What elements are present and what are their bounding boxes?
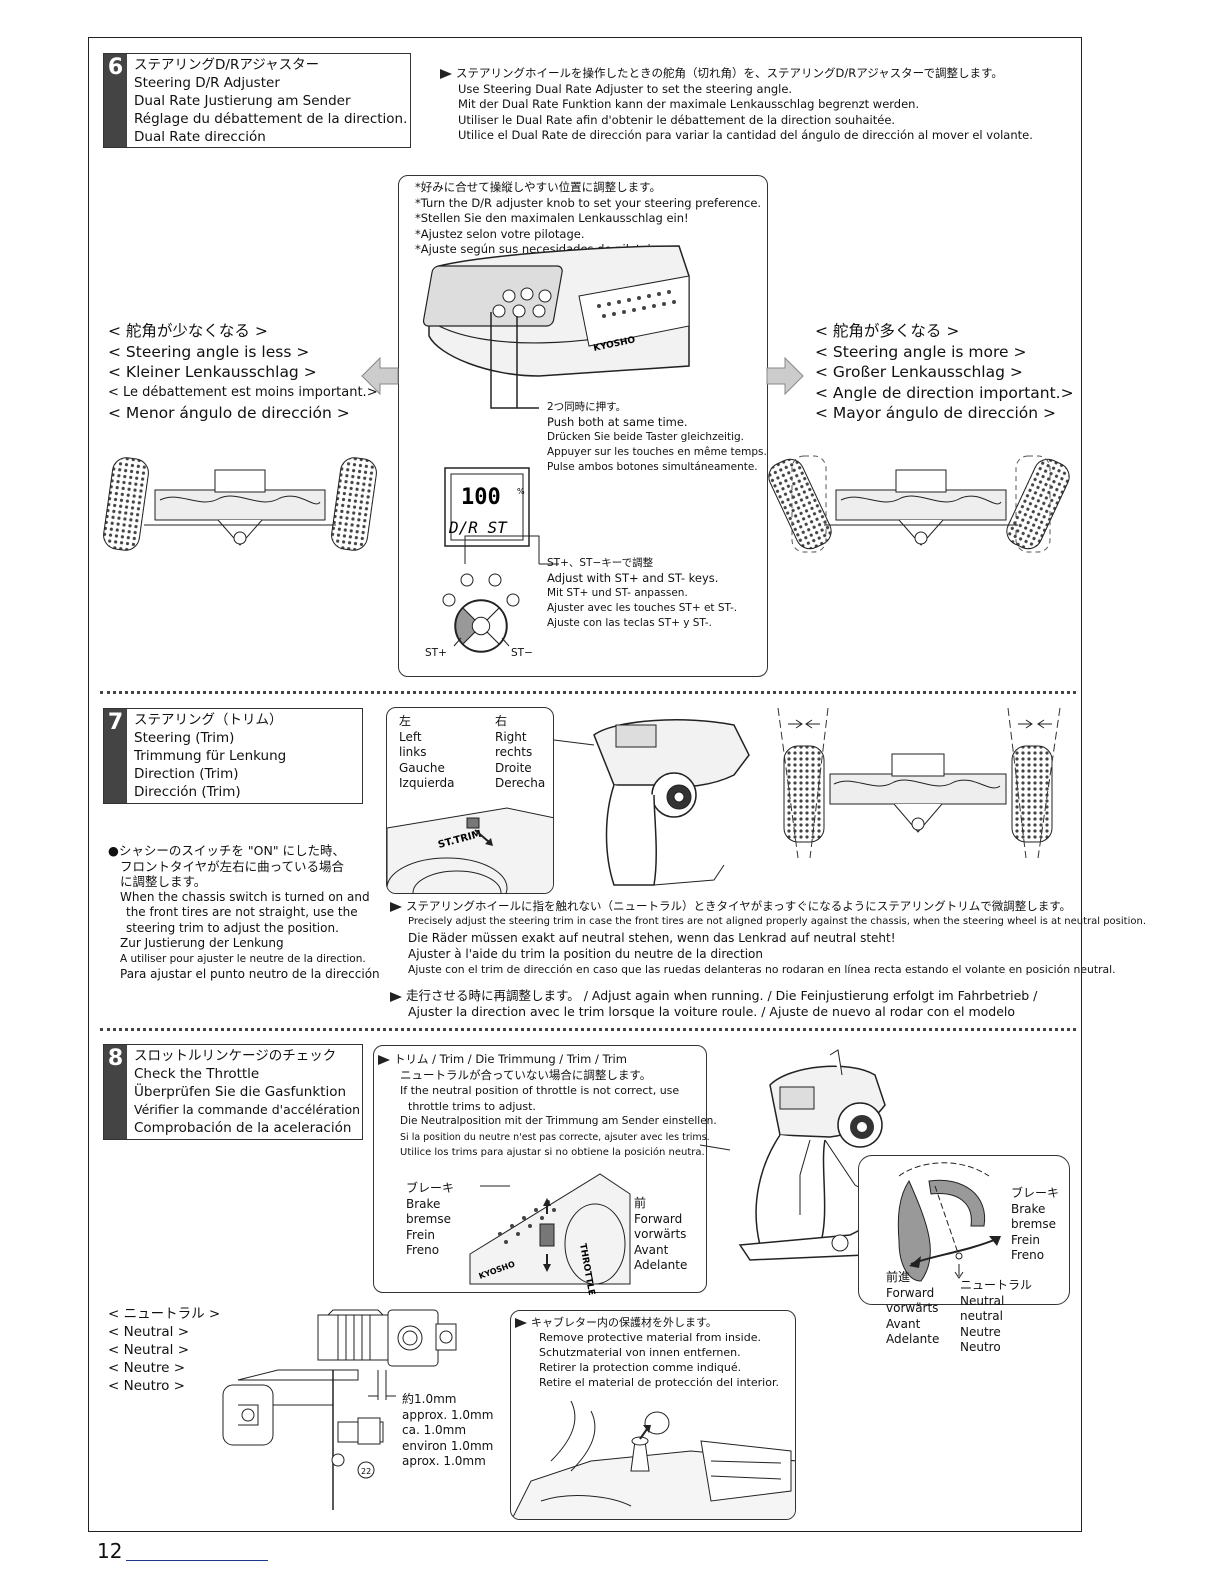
arrow-left-icon: [361, 356, 399, 396]
carburetor-note: キャブレター内の保護材を外します。 Remove protective mate…: [515, 1315, 779, 1390]
lcd-value: 100: [461, 485, 501, 510]
chassis-less-illustration: [103, 457, 377, 551]
section-7-title-box: 7 ステアリング（トリム） Steering (Trim) Trimmung f…: [103, 708, 363, 804]
section-number: 8: [104, 1045, 127, 1139]
transmitter-full-illustration: [699, 1049, 891, 1261]
section-7-note: ●シャシーのスイッチを "ON" にした時、 フロントタイヤが左右に曲っている場…: [108, 843, 380, 981]
throttle-trim-closeup: THROTTLE KYOSHO: [469, 1173, 631, 1296]
throttle-linkage-illustration: 22: [222, 1309, 457, 1510]
section-number: 6: [104, 54, 127, 147]
lcd-label: D/R ST: [448, 518, 508, 537]
st-trim-closeup: ST.TRIM: [387, 807, 553, 893]
dr-adjust-panel: *好みに合せて操縦しやすい位置に調整します。 *Turn the D/R adj…: [398, 175, 768, 677]
part-number: 22: [361, 1467, 371, 1476]
page-frame: [88, 37, 1082, 1532]
section-8-title-box: 8 スロットルリンケージのチェック Check the Throttle Übe…: [103, 1044, 363, 1140]
section-6-title-box: 6 ステアリングD/Rアジャスター Steering D/R Adjuster …: [103, 53, 411, 148]
trigger-diagram: [897, 1162, 1001, 1282]
arrow-icon: [390, 901, 402, 912]
page-number-underline: [126, 1560, 268, 1561]
steering-less-label: < 舵角が少なくなる > < Steering angle is less > …: [108, 322, 378, 422]
arrow-icon: [440, 68, 452, 79]
keypad-icon: [442, 573, 520, 653]
section-6-intro: ステアリングホイールを操作したときの舵角（切れ角）を、ステアリングD/Rアジャス…: [440, 66, 1033, 144]
section-6-title: ステアリングD/Rアジャスター Steering D/R Adjuster Du…: [134, 57, 408, 145]
section-7-readjust-text: 走行させる時に再調整します。 / Adjust again when runni…: [390, 988, 1037, 1020]
section-7-title: ステアリング（トリム） Steering (Trim) Trimmung für…: [134, 712, 287, 800]
carburetor-panel: キャブレター内の保護材を外します。 Remove protective mate…: [510, 1310, 796, 1520]
divider: [100, 1028, 1076, 1031]
divider: [100, 691, 1076, 694]
page-number: 12: [97, 1539, 123, 1563]
arrow-icon: [378, 1054, 390, 1065]
arrow-icon: [390, 991, 402, 1002]
section-number: 7: [104, 709, 127, 803]
adjust-keys-note: ST+、ST−キーで調整 Adjust with ST+ and ST- key…: [547, 557, 738, 629]
transmitter-side-illustration: [553, 719, 750, 886]
steering-more-label: < 舵角が多くなる > < Steering angle is more > <…: [815, 322, 1074, 422]
section-8-title: スロットルリンケージのチェック Check the Throttle Überp…: [134, 1048, 361, 1136]
transmitter-top-illustration: KYOSHO 100 % D/R ST: [422, 245, 690, 653]
arrow-right-icon: [766, 356, 804, 396]
section-7-main-text: ステアリングホイールに指を触れない（ニュートラル）ときタイヤがまっすぐになるよう…: [390, 898, 1146, 978]
push-both-note: 2つ同時に押す。 Push both at same time. Drücken…: [547, 401, 767, 473]
neutral-labels: < ニュートラル >< Neutral >< Neutral >< Neutre…: [108, 1306, 221, 1394]
arrow-icon: [515, 1318, 527, 1328]
svg-text:%: %: [517, 487, 525, 496]
st-minus-label: ST−: [511, 647, 533, 659]
preference-note: *好みに合せて操縦しやすい位置に調整します。 *Turn the D/R adj…: [415, 180, 762, 256]
carburetor-illustration: [511, 1400, 795, 1519]
front-wheels-straight-illustration: [777, 707, 1061, 859]
st-plus-label: ST+: [425, 647, 447, 659]
throttle-trim-text: トリム / Trim / Die Trimmung / Trim / Trim …: [378, 1052, 717, 1161]
chassis-more-illustration: [768, 455, 1070, 553]
throttle-trim-panel: トリム / Trim / Die Trimmung / Trim / Trim …: [373, 1045, 717, 1296]
